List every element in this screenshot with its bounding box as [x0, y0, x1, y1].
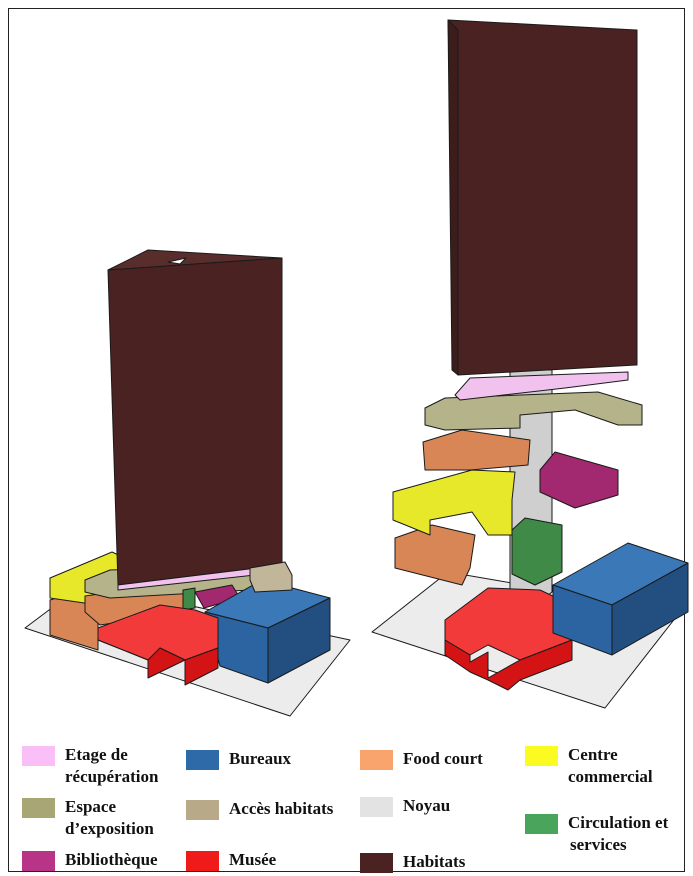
left-model	[24, 249, 351, 717]
left-tower-top-void	[167, 257, 187, 265]
right-centre-commercial	[392, 469, 516, 536]
right-circulation-block	[511, 517, 563, 586]
right-bureaux-side	[611, 562, 689, 656]
right-model	[371, 19, 689, 709]
right-musee-front	[444, 639, 573, 691]
left-tower-front	[107, 257, 283, 586]
right-exposition-level	[424, 391, 643, 431]
right-tower-side	[447, 19, 459, 376]
left-circulation-block	[182, 587, 196, 611]
right-food-court-lower	[394, 524, 476, 586]
right-tower-front	[447, 19, 638, 376]
left-acces-habitats	[249, 561, 293, 593]
right-bibliotheque-block	[539, 451, 619, 509]
left-bureaux-side	[267, 597, 331, 684]
right-etage-recuperation	[454, 371, 629, 401]
left-musee-front	[97, 639, 219, 686]
